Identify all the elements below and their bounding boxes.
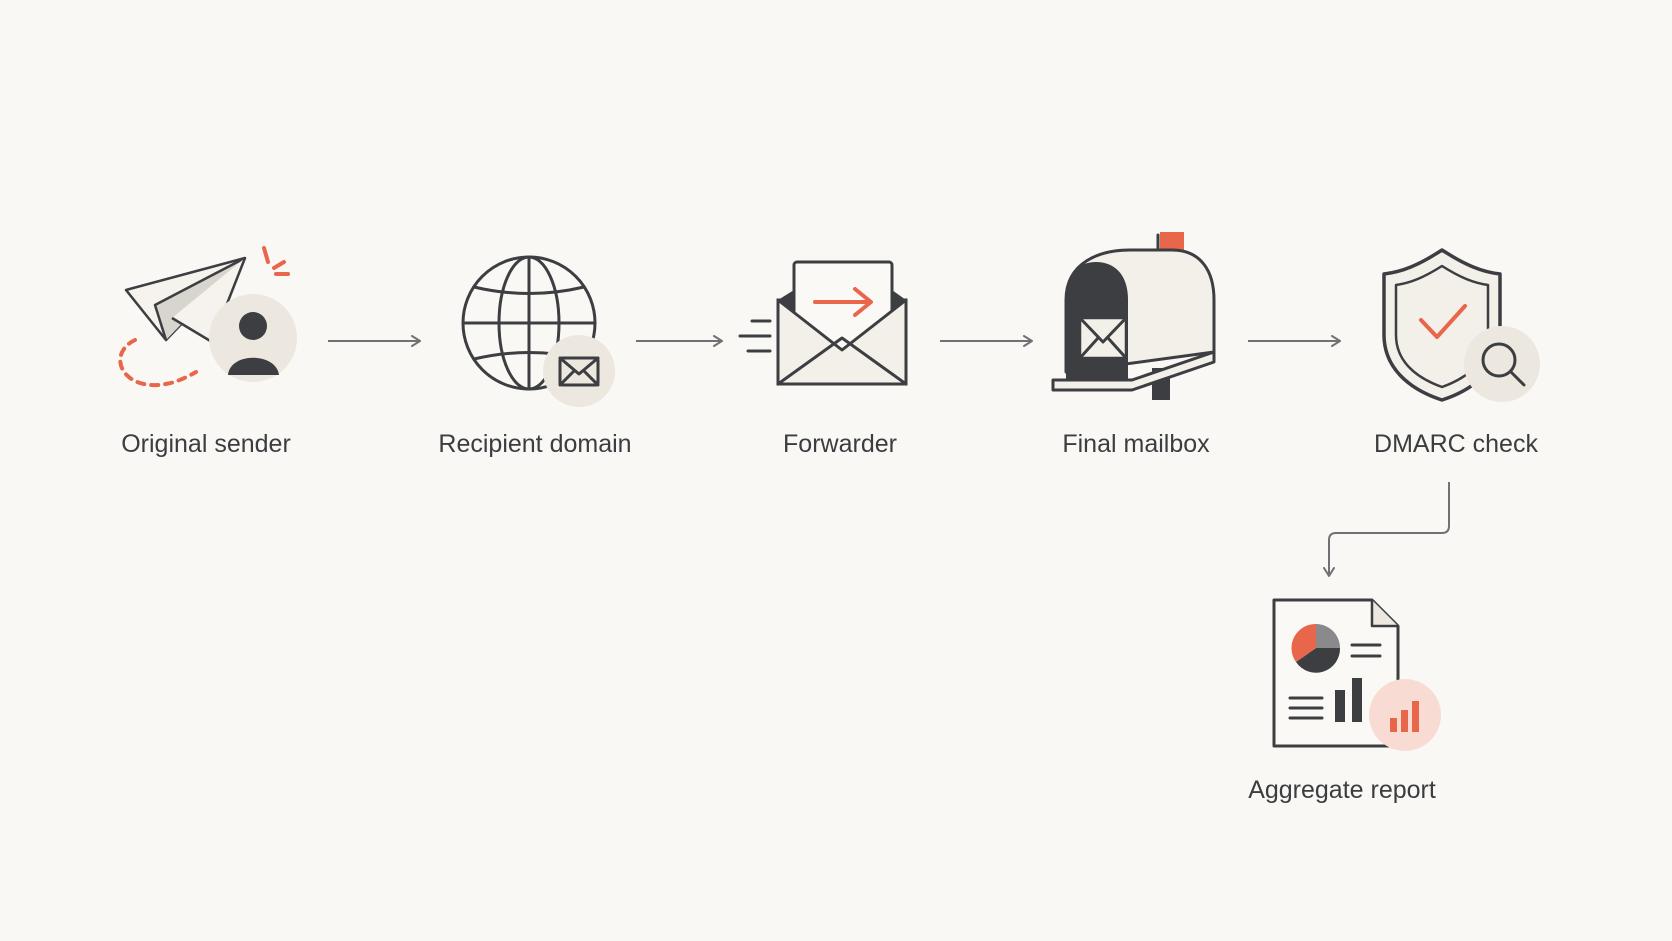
node-forwarder: Forwarder	[738, 260, 908, 458]
node-label: Final mailbox	[1062, 430, 1210, 458]
paper-plane-person-icon	[118, 246, 297, 388]
globe-envelope-icon	[461, 255, 615, 407]
node-recipient-domain: Recipient domain	[438, 255, 632, 458]
node-original-sender: Original sender	[118, 246, 297, 458]
node-label: Forwarder	[783, 430, 897, 458]
node-label: Aggregate report	[1248, 776, 1436, 804]
node-aggregate-report: Aggregate report	[1248, 598, 1441, 804]
node-label: DMARC check	[1374, 430, 1538, 458]
report-chart-icon	[1272, 598, 1441, 751]
node-final-mailbox: Final mailbox	[1051, 232, 1216, 458]
flow-arrow	[1323, 482, 1450, 577]
mailbox-icon	[1051, 232, 1216, 400]
forwarding-envelope-icon	[738, 260, 908, 386]
node-dmarc-check: DMARC check	[1374, 248, 1540, 458]
node-label: Original sender	[121, 430, 291, 458]
node-label: Recipient domain	[438, 430, 631, 458]
shield-check-search-icon	[1382, 248, 1540, 402]
